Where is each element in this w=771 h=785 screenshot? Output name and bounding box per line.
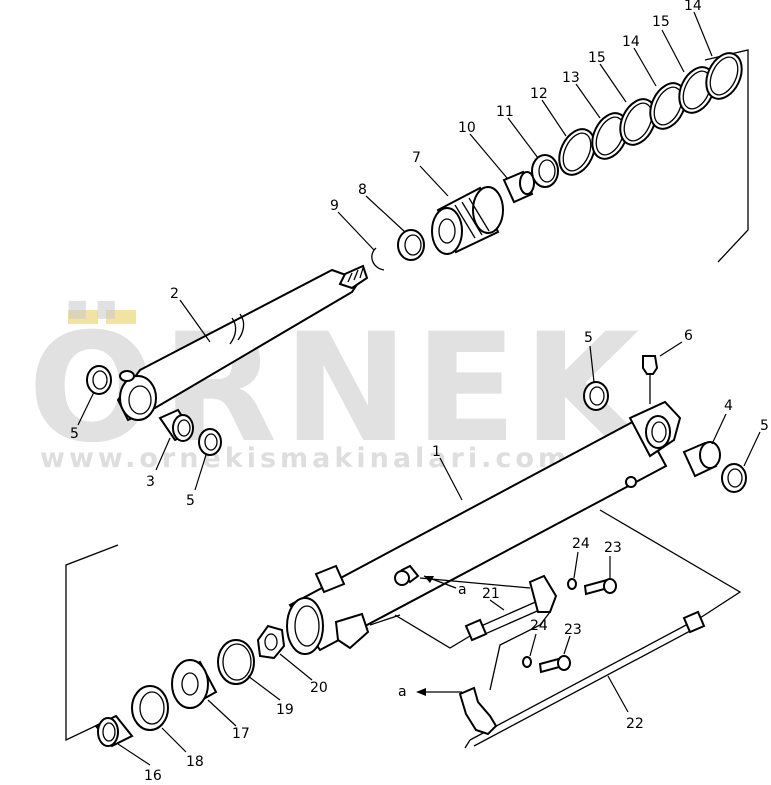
callout-23-upper: 23: [604, 540, 622, 556]
bearing-11: [531, 154, 559, 188]
pipe-21: [394, 564, 558, 642]
callout-13: 13: [562, 70, 580, 86]
piston-17: [171, 659, 218, 709]
bushing-8: [397, 229, 425, 261]
ring-9: [371, 247, 385, 271]
leader-lines: [77, 11, 761, 766]
callout-11: 11: [496, 104, 514, 120]
washer-24-upper: [567, 578, 577, 590]
callout-15-a: 15: [588, 50, 606, 66]
ring-14a: [649, 82, 687, 130]
bushing-16: [94, 714, 134, 748]
ring-19: [217, 639, 255, 685]
bushing-3: [158, 408, 194, 442]
callout-23-lower: 23: [564, 622, 582, 638]
pipe-22: [458, 610, 706, 749]
bolt-23-lower: [538, 655, 571, 674]
callout-4: 4: [724, 398, 733, 414]
callout-24-upper: 24: [572, 536, 590, 552]
watermark-umlaut-right: [106, 310, 136, 324]
seal-5-lower: [198, 428, 222, 456]
callout-17: 17: [232, 726, 250, 742]
watermark-url: www.ornekismakinalari.com.tr: [40, 443, 619, 474]
watermark-umlaut-left: [68, 310, 98, 324]
callout-14-a: 14: [622, 34, 640, 50]
callout-7: 7: [412, 150, 421, 166]
callout-14-b: 14: [684, 0, 702, 14]
bolt-23-upper: [583, 578, 617, 596]
callout-labels: 1 2 3 4 5 5 5 5 6 7 8 9 10 11 12 13 15 1…: [70, 0, 769, 784]
nut-20: [256, 624, 286, 660]
collar-10: [502, 170, 535, 204]
arrow-a-upper: [423, 575, 457, 589]
callout-12: 12: [530, 86, 548, 102]
callout-2: 2: [170, 286, 179, 302]
callout-10: 10: [458, 120, 476, 136]
marker-a-lower: a: [398, 684, 407, 700]
callout-5-lower: 5: [186, 493, 195, 509]
callout-5-left: 5: [70, 426, 79, 442]
callout-9: 9: [330, 198, 339, 214]
callout-3: 3: [146, 474, 155, 490]
callout-24-lower: 24: [530, 618, 548, 634]
watermark: ÖRNEK www.ornekismakinalari.com.tr: [28, 300, 639, 476]
piston-rod: [116, 264, 369, 422]
assembly-lines: [369, 509, 742, 691]
cylinder-tube: [286, 400, 682, 655]
callout-5-upper: 5: [584, 330, 593, 346]
callout-16: 16: [144, 768, 162, 784]
seal-5-left: [86, 365, 112, 395]
seal-12: [558, 128, 596, 176]
callout-21: 21: [482, 586, 500, 602]
callout-18: 18: [186, 754, 204, 770]
arrow-a-lower: [416, 688, 462, 696]
callout-8: 8: [358, 182, 367, 198]
seal-18: [131, 685, 169, 731]
callout-20: 20: [310, 680, 328, 696]
callout-19: 19: [276, 702, 294, 718]
callout-15-b: 15: [652, 14, 670, 30]
marker-a-upper: a: [458, 582, 467, 598]
ring-15a: [619, 98, 657, 146]
seal-5-upper: [583, 381, 609, 411]
callout-5-right: 5: [760, 418, 769, 434]
ring-14b: [705, 52, 743, 100]
washer-24-lower: [522, 656, 532, 668]
callout-22: 22: [626, 716, 644, 732]
grease-fitting-6: [642, 355, 659, 404]
callout-1: 1: [432, 444, 441, 460]
bushing-4: [682, 441, 721, 478]
callout-6: 6: [684, 328, 693, 344]
seal-5-right: [721, 463, 747, 493]
piston-7: [431, 186, 504, 255]
